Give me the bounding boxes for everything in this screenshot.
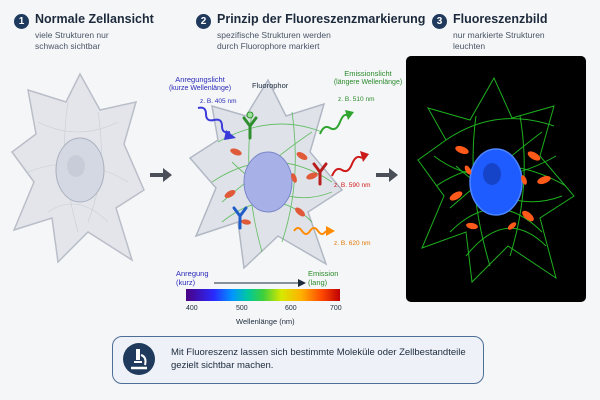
- step-2-header: 2 Prinzip der Fluoreszenzmarkierung spez…: [196, 12, 425, 62]
- emission-title: Emissionslicht: [344, 69, 392, 78]
- spectrum-right-label: Emission (lang): [308, 269, 339, 287]
- arrow-right-icon: [376, 168, 398, 182]
- step-1-header: 1 Normale Zellansicht viele Strukturen n…: [14, 12, 184, 62]
- excitation-label: Anregungslicht (kurze Wellenlänge): [160, 75, 240, 93]
- normal-cell-illustration: [10, 72, 145, 264]
- fluorophore-dot-icon: [246, 111, 254, 119]
- spectrum-left-label: Anregung (kurz): [176, 269, 209, 287]
- spectrum-tick: 500: [236, 305, 248, 312]
- excitation-wave-icon: [197, 106, 236, 140]
- step-subtitle: spezifische Strukturen werden durch Fluo…: [217, 30, 331, 51]
- nucleus: [243, 151, 293, 213]
- fluorophore-green-icon: [242, 116, 258, 140]
- excitation-example: z. B. 405 nm: [200, 98, 237, 105]
- microscope-icon: [123, 343, 155, 375]
- principle-cell-illustration: [188, 78, 344, 270]
- step-number: 2: [196, 14, 211, 29]
- step-subtitle: viele Strukturen nur schwach sichtbar: [35, 30, 109, 51]
- step-number: 3: [432, 14, 447, 29]
- emission-label: Emissionslicht (längere Wellenlänge): [328, 69, 408, 87]
- step-title: Fluoreszenzbild: [453, 12, 548, 26]
- mitochondria: [224, 148, 318, 225]
- info-box: Mit Fluoreszenz lassen sich bestimmte Mo…: [112, 336, 484, 384]
- fluorescence-image-panel: [406, 56, 586, 302]
- spectrum-tick: 600: [285, 305, 297, 312]
- step-3-header: 3 Fluoreszenzbild nur markierte Struktur…: [432, 12, 592, 62]
- emission-orange-wave-icon: [293, 226, 335, 236]
- fluorophore-label: Fluorophor: [252, 81, 289, 90]
- info-text: Mit Fluoreszenz lassen sich bestimmte Mo…: [171, 347, 466, 371]
- excitation-subtitle: (kurze Wellenlänge): [168, 84, 232, 92]
- step-title: Prinzip der Fluoreszenzmarkierung: [217, 12, 426, 26]
- arrow-right-icon: [150, 168, 172, 182]
- spectrum-axis-label: Wellenlänge (nm): [236, 317, 295, 326]
- step-subtitle: nur markierte Strukturen leuchten: [453, 30, 545, 51]
- emission-green-example: z. B. 510 nm: [338, 96, 375, 103]
- emission-green-wave-icon: [319, 110, 354, 135]
- mitochondria-glow: [449, 145, 551, 230]
- emission-subtitle: (längere Wellenlänge): [333, 78, 403, 86]
- fluorescence-cell-illustration: [417, 76, 575, 284]
- spectrum-tick: 400: [186, 305, 198, 312]
- emission-orange-example: z. B. 620 nm: [334, 240, 371, 247]
- excitation-title: Anregungslicht: [175, 75, 225, 84]
- step-title: Normale Zellansicht: [35, 12, 154, 26]
- nucleolus-glow: [483, 163, 501, 185]
- nucleolus: [67, 155, 85, 177]
- emission-red-wave-icon: [331, 151, 369, 177]
- step-number: 1: [14, 14, 29, 29]
- fluorophore-red-icon: [312, 162, 328, 186]
- wavelength-spectrum-bar: [186, 289, 340, 301]
- fluorophore-blue-icon: [232, 206, 248, 230]
- spectrum-tick: 700: [330, 305, 342, 312]
- emission-red-example: z. B. 590 nm: [334, 182, 371, 189]
- spectrum-arrow-icon: [214, 279, 306, 287]
